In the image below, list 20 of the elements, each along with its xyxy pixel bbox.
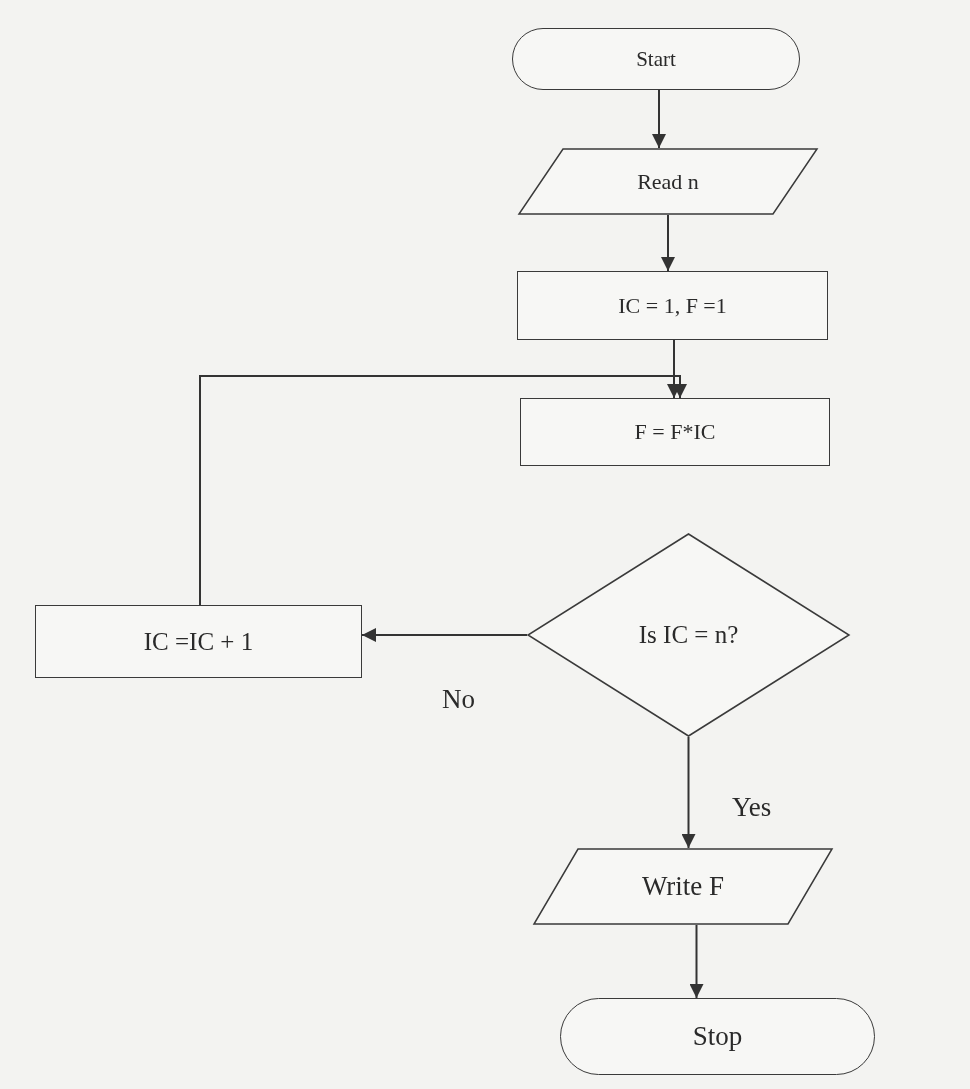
node-text: Is IC = n?: [638, 620, 739, 651]
node-text: Read n: [637, 167, 699, 196]
input-output-parallelogram: [533, 848, 833, 925]
process-box: [520, 398, 830, 466]
arrow: [361, 628, 528, 642]
input-output-parallelogram: [518, 148, 818, 215]
arrow: [199, 375, 687, 606]
node-text: Stop: [692, 1019, 743, 1053]
decision-diamond: [527, 533, 850, 737]
node-text: Write F: [641, 869, 725, 903]
arrow: [681, 736, 696, 849]
node-text: IC = 1, F =1: [618, 291, 727, 320]
process-box: [517, 271, 828, 340]
arrow: [689, 924, 704, 999]
node-text: F = F*IC: [634, 418, 716, 446]
node-text: Start: [636, 45, 676, 73]
node-text: IC =IC + 1: [143, 626, 254, 657]
process-box: [35, 605, 362, 678]
arrow: [661, 214, 675, 272]
arrow: [652, 89, 666, 149]
